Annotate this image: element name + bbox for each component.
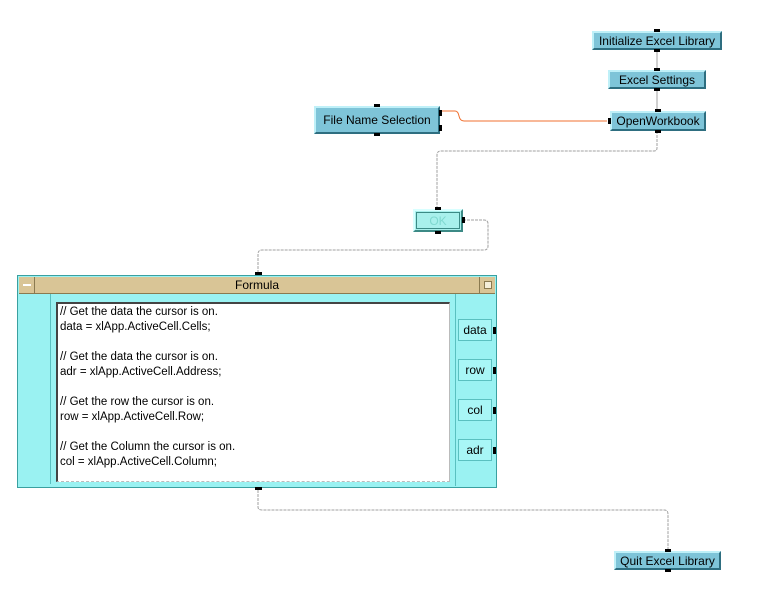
sequence-in-pin[interactable] bbox=[435, 207, 441, 210]
sequence-in-pin[interactable] bbox=[654, 68, 660, 71]
formula-node[interactable]: Formula // Get the data the cursor is on… bbox=[17, 275, 497, 488]
sequence-out-pin[interactable] bbox=[374, 133, 380, 136]
node-label: File Name Selection bbox=[323, 113, 431, 127]
node-label: Excel Settings bbox=[618, 72, 696, 87]
output-pin-data[interactable]: data bbox=[458, 319, 496, 341]
pin-connector[interactable] bbox=[493, 367, 496, 374]
output-pin-col[interactable]: col bbox=[458, 399, 496, 421]
pin-label: col bbox=[467, 403, 483, 417]
node-label: Initialize Excel Library bbox=[598, 33, 716, 48]
sequence-out-pin[interactable] bbox=[655, 130, 661, 133]
wire-open-to-ok bbox=[436, 131, 658, 208]
ok-label: OK bbox=[429, 213, 447, 228]
node-label: Quit Excel Library bbox=[620, 553, 715, 568]
file-name-selection-node[interactable]: File Name Selection bbox=[314, 104, 442, 136]
wire-filename-to-open bbox=[441, 110, 607, 122]
node-label: OpenWorkbook bbox=[616, 114, 700, 128]
sequence-in-pin[interactable] bbox=[655, 109, 661, 112]
input-pin-area bbox=[20, 294, 51, 484]
formula-title: Formula bbox=[234, 278, 279, 292]
output-pin-area: data row col adr bbox=[455, 294, 496, 486]
formula-title-bar[interactable]: Formula bbox=[19, 277, 495, 294]
data-out-pin[interactable] bbox=[462, 217, 465, 223]
wire-formula-to-quit bbox=[257, 490, 669, 550]
ok-button-node[interactable]: OK bbox=[413, 207, 465, 234]
sequence-out-pin[interactable] bbox=[654, 49, 660, 52]
pin-connector[interactable] bbox=[493, 407, 496, 414]
excel-settings-node[interactable]: Excel Settings bbox=[608, 68, 706, 91]
output-pin-row[interactable]: row bbox=[458, 359, 496, 381]
sequence-out-pin[interactable] bbox=[435, 231, 441, 234]
pin-label: data bbox=[463, 323, 487, 337]
sequence-in-pin[interactable] bbox=[374, 104, 380, 107]
formula-sequence-out-pin[interactable] bbox=[255, 487, 262, 490]
minimize-icon bbox=[22, 284, 31, 286]
sequence-out-pin[interactable] bbox=[664, 569, 671, 572]
formula-code-editor[interactable]: // Get the data the cursor is on. data =… bbox=[56, 302, 450, 482]
quit-excel-library-node[interactable]: Quit Excel Library bbox=[614, 549, 721, 572]
data-out-pin[interactable] bbox=[439, 110, 442, 116]
data-in-pin[interactable] bbox=[608, 118, 611, 124]
maximize-button[interactable] bbox=[479, 277, 495, 293]
open-workbook-node[interactable]: OpenWorkbook bbox=[608, 109, 706, 133]
formula-sequence-in-pin[interactable] bbox=[255, 272, 262, 275]
pin-label: adr bbox=[466, 443, 484, 457]
error-out-pin[interactable] bbox=[439, 125, 442, 131]
initialize-excel-library-node[interactable]: Initialize Excel Library bbox=[592, 29, 722, 52]
pin-connector[interactable] bbox=[493, 327, 496, 334]
sequence-in-pin[interactable] bbox=[654, 29, 660, 32]
minimize-button[interactable] bbox=[19, 277, 35, 293]
maximize-icon bbox=[483, 281, 492, 289]
pin-label: row bbox=[465, 363, 485, 377]
sequence-in-pin[interactable] bbox=[664, 549, 671, 552]
output-pin-adr[interactable]: adr bbox=[458, 439, 496, 461]
sequence-out-pin[interactable] bbox=[654, 88, 660, 91]
pin-connector[interactable] bbox=[493, 447, 496, 454]
